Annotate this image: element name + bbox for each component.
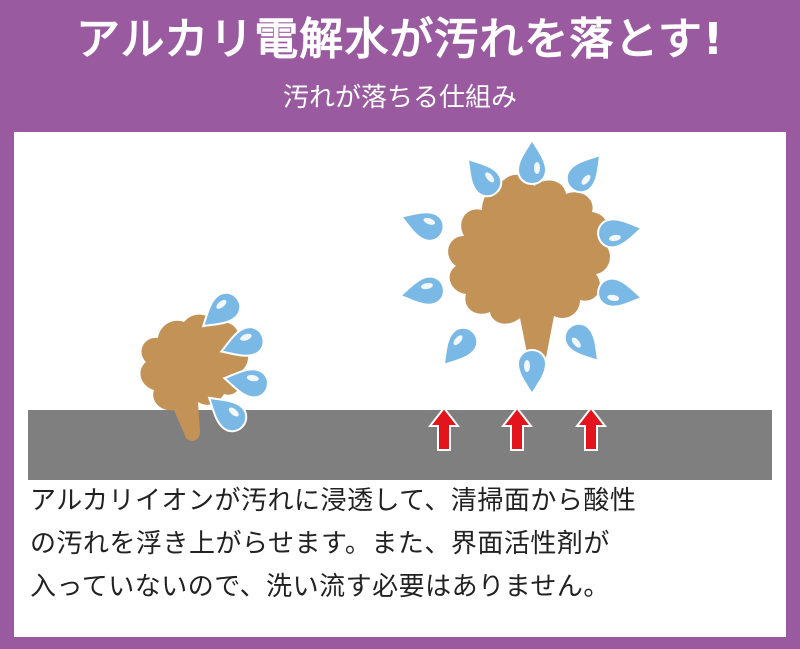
- water-drop-icon: [396, 273, 448, 311]
- dirt-blob-icon: [140, 314, 249, 441]
- water-drop-icon: [517, 139, 547, 185]
- cleaning-surface: [28, 410, 772, 480]
- page-subtitle: 汚れが落ちる仕組み: [282, 83, 517, 113]
- water-drop-icon: [395, 202, 449, 246]
- content-panel: [14, 132, 786, 637]
- water-drop-icon: [560, 145, 612, 199]
- water-drop-icon: [517, 349, 547, 395]
- caption-line: アルカリイオンが汚れに浸透して、清掃面から酸性: [30, 486, 637, 516]
- page-title: アルカリ電解水が汚れを落とす!: [76, 14, 724, 65]
- header: アルカリ電解水が汚れを落とす! 汚れが落ちる仕組み: [0, 0, 800, 132]
- caption: アルカリイオンが汚れに浸透して、清掃面から酸性 の汚れを浮き上がらせます。また、…: [30, 480, 770, 609]
- water-drop-icon: [558, 317, 610, 371]
- water-drop-icon: [432, 321, 484, 375]
- caption-line: の汚れを浮き上がらせます。また、界面活性剤が: [30, 529, 610, 559]
- dirt-blob-icon: [448, 174, 610, 376]
- cleaning-diagram: [28, 139, 772, 480]
- water-drop-icon: [594, 275, 646, 313]
- caption-line: 入っていないので、洗い流す必要はありません。: [30, 572, 610, 602]
